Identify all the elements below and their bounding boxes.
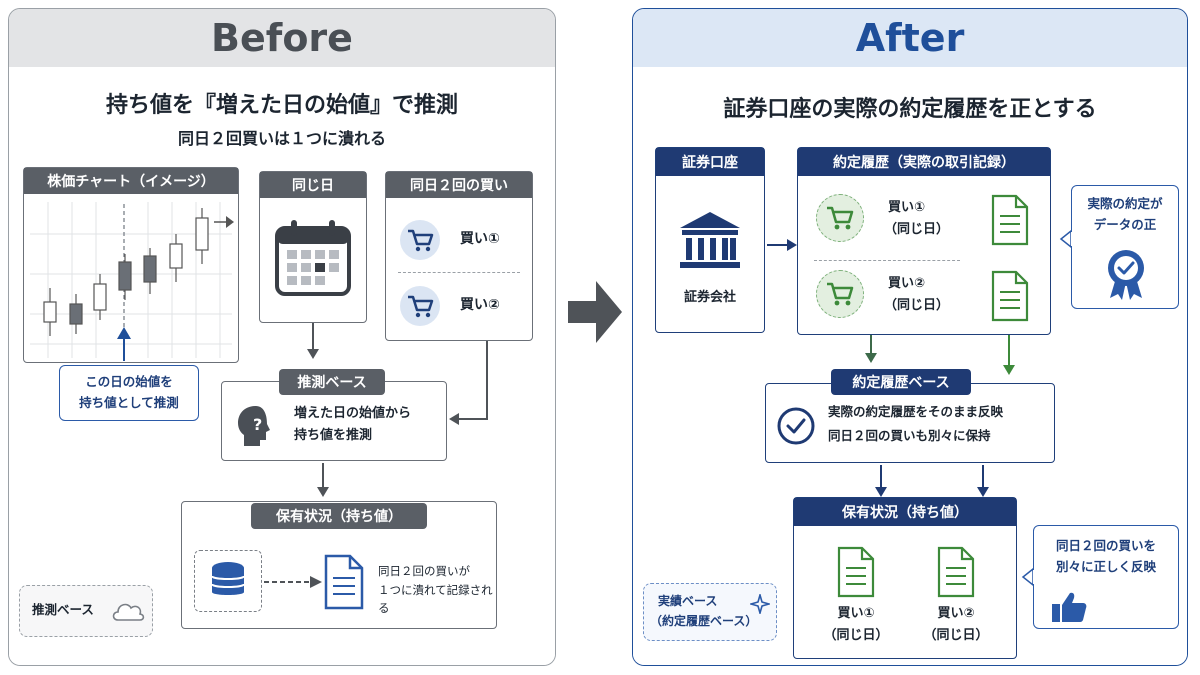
truth-note: 実際の約定が データの正	[1071, 185, 1179, 309]
actual-basis-tag: 実績ベース （約定履歴ベース）	[643, 583, 777, 641]
holdings-before-header: 保有状況（持ち値）	[251, 503, 427, 529]
sparkle-icon	[750, 594, 770, 614]
document-icon	[991, 270, 1029, 322]
cart-icon	[816, 270, 864, 318]
estimate-line2: 持ち値を推測	[294, 428, 373, 443]
truth-note-line1: 実際の約定が	[1087, 196, 1163, 211]
svg-text:?: ?	[253, 415, 262, 434]
truth-note-line2: データの正	[1093, 216, 1157, 232]
before-subtitle: 同日２回買いは１つに潰れる	[177, 129, 386, 148]
document-icon	[837, 546, 875, 598]
after-heading: After	[633, 9, 1187, 67]
reflect-note-line2: 別々に正しく反映	[1055, 558, 1156, 574]
candle	[169, 243, 183, 269]
thumbs-up-icon	[1052, 592, 1087, 622]
estimate-header: 推測ベース	[279, 369, 385, 395]
holdings-after-header: 保有状況（持ち値）	[794, 498, 1016, 526]
holdings-buy2-label: 買い②	[937, 606, 975, 621]
calendar-icon	[275, 220, 351, 296]
chart-note-line1: この日の始値を	[85, 374, 173, 390]
holdings-box-after: 保有状況（持ち値） 買い① （同じ日） 買い② （同じ日）	[793, 497, 1017, 659]
estimate-basis-tag: 推測ベース	[19, 585, 153, 637]
trade-history-box: 約定履歴（実際の取引記録） 買い① （同じ日） 買い② （同じ日）	[797, 147, 1051, 335]
reflect-note: 同日２回の買いを 別々に正しく反映	[1033, 525, 1179, 629]
holdings-before-line1: 同日２回の買いが	[378, 564, 470, 578]
after-connectors	[767, 239, 1015, 497]
reflect-note-line1: 同日２回の買いを	[1055, 538, 1156, 553]
two-buys-header: 同日２回の買い	[386, 172, 532, 198]
document-icon	[324, 554, 364, 610]
document-icon	[991, 194, 1029, 246]
before-connectors	[307, 323, 488, 497]
history-base-box: 実際の約定履歴をそのまま反映 同日２回の買いも別々に保持	[765, 383, 1055, 463]
trade-history-header: 約定履歴（実際の取引記録）	[798, 148, 1050, 176]
chart-note-line2: 持ち値として推測	[79, 395, 179, 410]
holdings-buy1-label: 買い①	[837, 606, 875, 621]
before-panel: Before 持ち値を『増えた日の始値』で推測 同日２回買いは１つに潰れる 株価…	[8, 8, 556, 666]
after-panel: After 証券口座の実際の約定履歴を正とする 証券口座 証券会社 約定履歴（実…	[632, 8, 1188, 666]
divider	[814, 260, 960, 261]
candle	[118, 261, 132, 291]
account-box: 証券口座 証券会社	[655, 147, 765, 333]
holdings-buy1-sub: （同じ日）	[823, 628, 889, 643]
cloud-icon	[112, 603, 145, 621]
chart-note-arrow	[117, 327, 131, 361]
same-day-box: 同じ日	[259, 171, 367, 323]
holdings-buy2-sub: （同じ日）	[923, 628, 989, 643]
before-title: 持ち値を『増えた日の始値』で推測	[105, 93, 458, 118]
stock-chart-box: 株価チャート（イメージ）	[23, 167, 239, 363]
broker-label: 証券会社	[683, 290, 736, 305]
buy2-label: 買い②	[460, 297, 500, 313]
chart-note: この日の始値を持ち値として推測	[59, 365, 199, 421]
two-buys-box: 同日２回の買い 買い① 買い②	[385, 171, 533, 341]
candle	[69, 303, 83, 325]
same-day-header: 同じ日	[260, 172, 366, 198]
stock-chart-header: 株価チャート（イメージ）	[24, 168, 238, 194]
divider	[398, 272, 520, 273]
before-heading: Before	[9, 9, 555, 67]
estimate-line1: 増えた日の始値から	[294, 406, 412, 421]
candle	[195, 217, 209, 251]
account-header: 証券口座	[656, 148, 764, 176]
head-question-icon: ?	[238, 406, 270, 446]
cart-icon	[816, 194, 864, 242]
history-base-line1: 実際の約定履歴をそのまま反映	[828, 404, 1004, 419]
history-buy2-sub: （同じ日）	[884, 298, 950, 313]
cart-icon	[400, 286, 440, 326]
history-base-header: 約定履歴ベース	[831, 369, 971, 395]
dashed-arrow	[264, 576, 322, 588]
history-buy2-label: 買い②	[888, 276, 926, 291]
candlestick-chart	[30, 202, 234, 358]
candle	[43, 301, 57, 323]
actual-basis-line2: （約定履歴ベース）	[650, 614, 758, 628]
history-buy1-sub: （同じ日）	[884, 222, 950, 237]
database-icon	[211, 562, 245, 595]
candle	[143, 255, 157, 283]
after-title: 証券口座の実際の約定履歴を正とする	[723, 97, 1097, 122]
document-icon	[937, 546, 975, 598]
estimate-basis-label: 推測ベース	[32, 602, 94, 617]
certified-badge-icon	[1108, 250, 1144, 300]
history-base-line2: 同日２回の買いも別々に保持	[828, 428, 991, 443]
holdings-before-line2: １つに潰れて記録される	[378, 583, 493, 616]
actual-basis-line1: 実績ベース	[658, 594, 718, 608]
check-circle-icon	[777, 407, 815, 445]
bank-icon	[680, 212, 740, 268]
buy1-label: 買い①	[460, 231, 500, 247]
history-buy1-label: 買い①	[888, 200, 926, 215]
candle	[93, 283, 107, 311]
cart-icon	[400, 220, 440, 260]
